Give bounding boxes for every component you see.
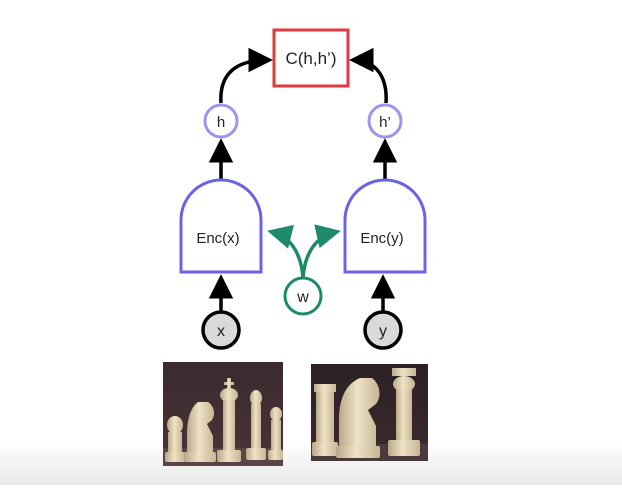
weight-arrow-left [267, 224, 305, 279]
embedding-h-prime: h’ [367, 103, 403, 139]
input-y-node: y [363, 310, 403, 350]
encoder-x: Enc(x) [179, 178, 263, 274]
embedding-h: h [203, 103, 239, 139]
arrow-h-prime-to-cost [349, 47, 388, 104]
encoder-y-label: Enc(y) [360, 230, 403, 247]
chess-pieces-photo-a [163, 362, 283, 466]
shared-weights-label: w [296, 289, 309, 306]
weight-arrow-right [301, 224, 341, 279]
cost-node: C(h,h’) [272, 28, 350, 88]
shared-weights-node: w [283, 276, 323, 316]
embedding-h-prime-label: h’ [379, 114, 391, 131]
cost-label: C(h,h’) [285, 49, 336, 68]
input-x-node: x [201, 310, 241, 350]
chess-pieces-photo-b [311, 364, 428, 461]
arrow-h-to-cost [219, 47, 273, 104]
embedding-h-label: h [217, 114, 225, 131]
encoder-x-label: Enc(x) [196, 230, 239, 247]
input-x-label: x [217, 323, 225, 340]
input-y-label: y [379, 323, 387, 340]
encoder-y: Enc(y) [343, 178, 427, 274]
